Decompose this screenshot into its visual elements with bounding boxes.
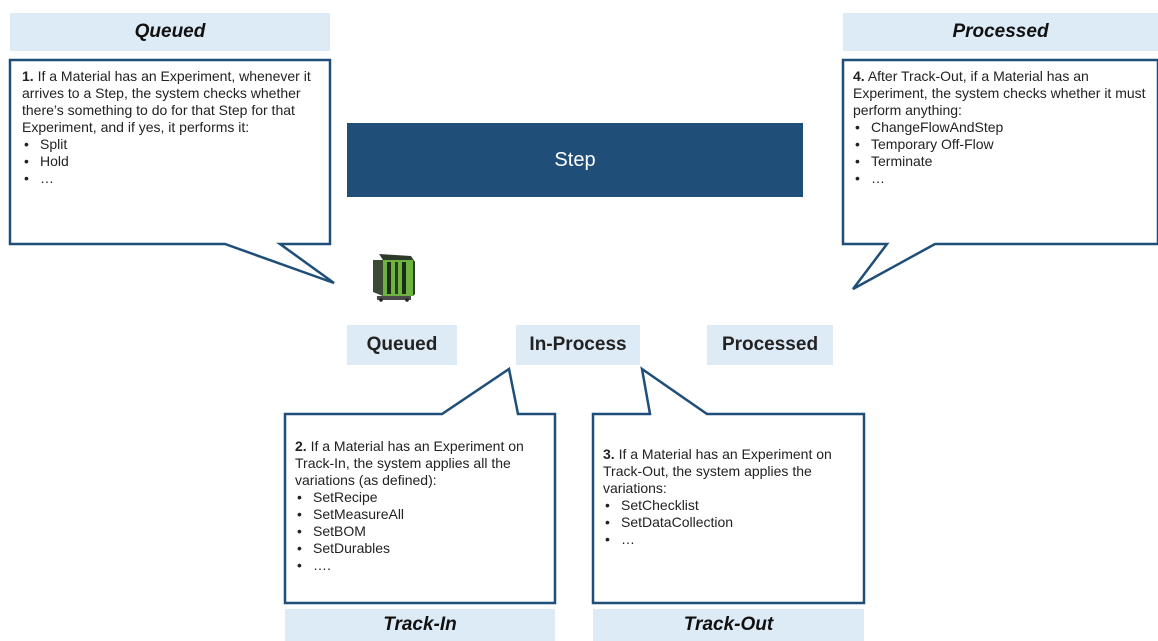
track-in-callout-number: 2. xyxy=(295,438,307,454)
track-out-callout-list: SetChecklist SetDataCollection … xyxy=(603,497,855,548)
list-item: Hold xyxy=(22,153,322,170)
processed-callout-list: ChangeFlowAndStep Temporary Off-Flow Ter… xyxy=(853,119,1151,187)
list-item: SetDataCollection xyxy=(603,514,855,531)
processed-callout-number: 4. xyxy=(853,68,865,84)
list-item: SetChecklist xyxy=(603,497,855,514)
track-in-callout-body: If a Material has an Experiment on Track… xyxy=(295,438,524,488)
track-in-footer: Track-In xyxy=(285,609,555,641)
list-item: SetDurables xyxy=(295,540,547,557)
queued-callout-body: If a Material has an Experiment, wheneve… xyxy=(22,68,311,135)
list-item: … xyxy=(22,170,322,187)
track-out-footer: Track-Out xyxy=(593,609,864,641)
processed-callout-text: 4. After Track-Out, if a Material has an… xyxy=(853,68,1151,187)
processed-callout-body: After Track-Out, if a Material has an Ex… xyxy=(853,68,1146,118)
track-in-callout-text: 2. If a Material has an Experiment on Tr… xyxy=(295,438,547,574)
list-item: …. xyxy=(295,557,547,574)
queued-callout-number: 1. xyxy=(22,68,34,84)
track-out-callout-text: 3. If a Material has an Experiment on Tr… xyxy=(603,446,855,548)
list-item: Temporary Off-Flow xyxy=(853,136,1151,153)
list-item: SetMeasureAll xyxy=(295,506,547,523)
step-label: Step xyxy=(554,148,596,171)
equipment-icon xyxy=(373,254,415,302)
state-in-process: In-Process xyxy=(516,325,640,365)
track-out-callout-body: If a Material has an Experiment on Track… xyxy=(603,446,832,496)
queued-callout-text: 1. If a Material has an Experiment, when… xyxy=(22,68,322,187)
queued-header: Queued xyxy=(10,13,330,51)
track-in-callout-list: SetRecipe SetMeasureAll SetBOM SetDurabl… xyxy=(295,489,547,574)
list-item: … xyxy=(603,531,855,548)
list-item: … xyxy=(853,170,1151,187)
queued-callout-list: Split Hold … xyxy=(22,136,322,187)
list-item: SetRecipe xyxy=(295,489,547,506)
list-item: Split xyxy=(22,136,322,153)
list-item: ChangeFlowAndStep xyxy=(853,119,1151,136)
state-processed: Processed xyxy=(707,325,833,365)
processed-header: Processed xyxy=(843,13,1158,51)
list-item: SetBOM xyxy=(295,523,547,540)
state-queued: Queued xyxy=(347,325,457,365)
step-box: Step xyxy=(347,123,803,197)
list-item: Terminate xyxy=(853,153,1151,170)
track-out-callout-number: 3. xyxy=(603,446,615,462)
